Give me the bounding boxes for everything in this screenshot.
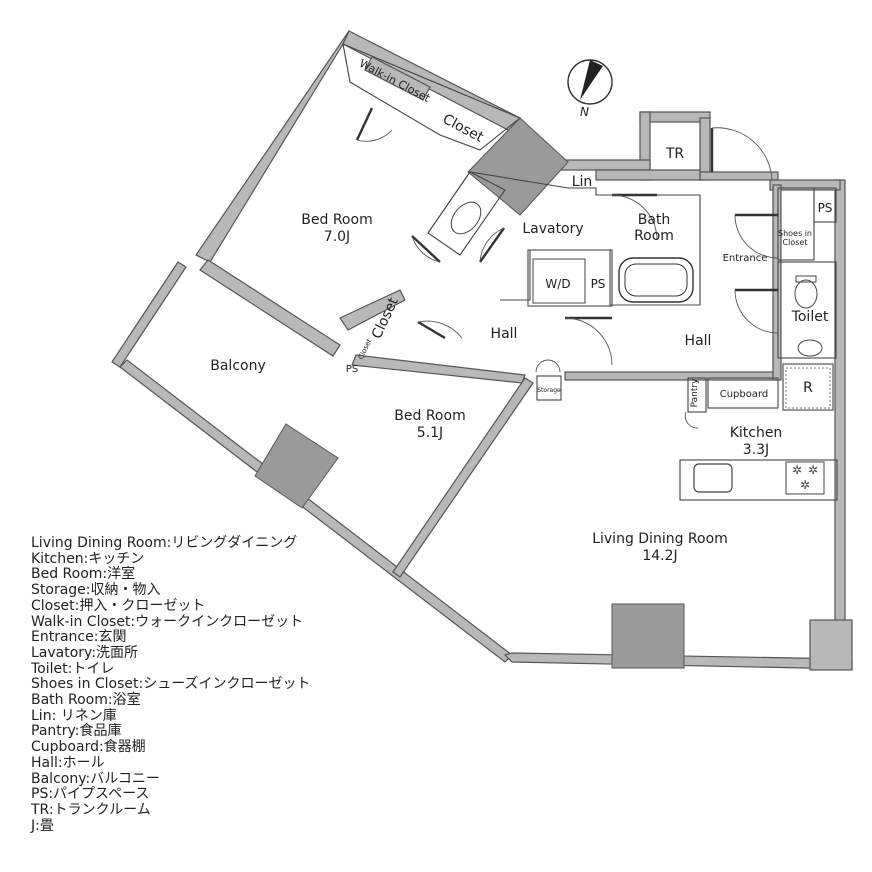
doors: [355, 107, 779, 429]
legend-item: Cupboard:食器棚: [31, 739, 146, 756]
legend-item: Lin: リネン庫: [31, 707, 117, 724]
legend-item: Lavatory:洗面所: [31, 644, 139, 661]
living-dining-name: Living Dining Room: [592, 531, 728, 547]
svg-text:✲: ✲: [808, 463, 818, 477]
legend-item: Shoes in Closet:シューズインクローゼット: [31, 676, 311, 693]
legend-item: Kitchen:キッチン: [31, 550, 145, 567]
kitchen-size: 3.3J: [743, 442, 769, 458]
legend-item: Walk-in Closet:ウォークインクローゼット: [31, 613, 304, 630]
closet-top-label: Closet: [440, 111, 486, 146]
living-dining-size: 14.2J: [642, 548, 677, 564]
shoes-in-closet-label-line2: Closet: [783, 238, 808, 247]
legend-item: Entrance:玄関: [31, 629, 127, 646]
lavatory-label: Lavatory: [522, 221, 583, 237]
bed-room-2-size: 5.1J: [417, 425, 443, 441]
kitchen-name: Kitchen: [730, 425, 783, 441]
legend-item: Bed Room:洋室: [31, 566, 136, 583]
refrigerator-label: R: [803, 380, 813, 396]
legend-item: TR:トランクルーム: [31, 801, 151, 818]
interior-walls: [199, 43, 838, 578]
pantry-label: Pantry: [690, 378, 700, 407]
stove-icon: [785, 461, 825, 495]
structural-pillars: [254, 117, 685, 669]
storage-label: Storage: [537, 387, 561, 394]
legend-item: Living Dining Room:リビングダイニング: [31, 535, 298, 551]
toilet-label: Toilet: [791, 309, 829, 325]
fixtures: ✲ ✲ ✲: [450, 201, 831, 495]
bathtub-icon: [618, 257, 694, 303]
entrance-label: Entrance: [723, 253, 768, 264]
legend-item: J:畳: [31, 817, 54, 834]
bed-room-2-name: Bed Room: [394, 408, 465, 424]
bed-room-1-name: Bed Room: [301, 212, 372, 228]
sink-icon: [450, 201, 482, 235]
ps-lavatory-label: PS: [591, 277, 606, 291]
north-compass: N: [567, 59, 613, 119]
exterior-walls: [111, 30, 853, 671]
washer-dryer-icon: [532, 258, 586, 304]
legend-item: Bath Room:浴室: [31, 692, 141, 709]
room-labels: Walk-in Closet Closet Bed Room 7.0J Lin …: [210, 57, 832, 564]
kitchen-sink-icon: [693, 463, 733, 493]
compass-north-label: N: [580, 105, 589, 119]
legend-item: PS:パイプスペース: [31, 786, 150, 803]
legend-item: Balcony:バルコニー: [31, 770, 160, 787]
hall-left-label: Hall: [491, 326, 518, 342]
toilet-sink-icon: [797, 339, 823, 357]
bath-room-label-line2: Room: [634, 228, 674, 244]
wd-label: W/D: [545, 277, 570, 291]
ps-small-label: PS: [346, 364, 358, 375]
bed-room-1-size: 7.0J: [324, 229, 350, 245]
legend-item: Hall:ホール: [31, 754, 105, 771]
hall-right-label: Hall: [685, 333, 712, 349]
shoes-in-closet-label-line1: Shoes in: [778, 229, 812, 238]
legend-item: Closet:押入・クローゼット: [31, 597, 206, 614]
toilet-icon: [794, 279, 818, 309]
bath-room-label-line1: Bath: [638, 212, 671, 228]
legend-item: Toilet:トイレ: [31, 660, 115, 677]
balcony-label: Balcony: [210, 358, 266, 374]
legend-item: Pantry:食品庫: [31, 723, 122, 740]
svg-text:✲: ✲: [792, 463, 802, 477]
lin-label: Lin: [572, 174, 593, 190]
legend-item: Storage:収納・物入: [31, 582, 161, 599]
ps-entrance-label: PS: [818, 201, 833, 215]
cupboard-label: Cupboard: [720, 389, 769, 400]
tr-label: TR: [665, 146, 685, 162]
svg-text:✲: ✲: [800, 478, 810, 492]
